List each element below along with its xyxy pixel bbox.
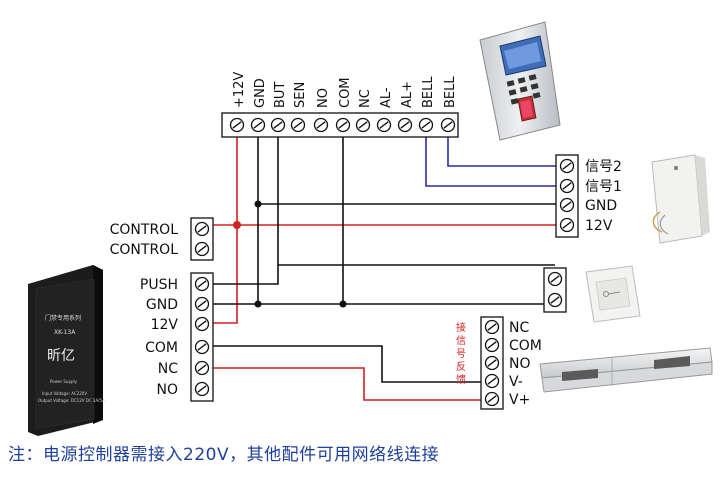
top-label-com: COM — [338, 77, 353, 108]
magnetic-lock-image — [539, 347, 713, 393]
doorbell-label-gnd: GND — [585, 198, 617, 214]
wires — [202, 125, 567, 401]
power-box-brand: 昕亿 — [47, 348, 75, 364]
junction-dots — [233, 200, 347, 308]
doorbell-label-12v: 12V — [585, 218, 613, 234]
feedback-char-4: 反 — [456, 361, 466, 373]
exit-button-terminal-block — [543, 267, 567, 313]
feedback-char-2: 信 — [456, 335, 466, 347]
top-label-gnd: GND — [253, 78, 268, 108]
power-box-model: XK-13A — [54, 329, 76, 336]
top-label-al-plus: AL+ — [400, 81, 415, 108]
top-label-but: BUT — [273, 82, 288, 108]
feedback-char-1: 接 — [456, 321, 466, 334]
control-label-2: CONTROL — [110, 242, 179, 258]
left-label-nc: NC — [158, 361, 178, 377]
feedback-char-3: 号 — [456, 348, 466, 360]
left-label-12v: 12V — [151, 317, 179, 333]
lock-label-v-minus: V- — [509, 374, 523, 390]
power-box-spec3: Output Voltage: DC12V DC 3A/5A — [38, 398, 105, 403]
doorbell-terminal-block: 信号2 信号1 GND 12V — [555, 154, 622, 238]
power-box-series: 门禁专用系列 — [45, 314, 81, 322]
lock-label-nc: NC — [509, 320, 529, 336]
lock-label-v-plus: V+ — [509, 392, 530, 408]
left-label-gnd: GND — [146, 297, 178, 313]
top-terminal-block — [221, 112, 459, 138]
left-control-terminal-block: CONTROL CONTROL — [110, 217, 214, 261]
top-label-nc: NC — [358, 89, 373, 108]
feedback-char-5: 馈 — [456, 373, 466, 386]
control-label-1: CONTROL — [110, 222, 179, 238]
lock-feedback-label: 接 信 号 反 馈 — [456, 321, 466, 386]
left-label-com: COM — [145, 340, 178, 356]
power-supply-box: 门禁专用系列 XK-13A 昕亿 Power Supply Input Volt… — [28, 265, 105, 436]
lock-terminal-block: NC COM NO V- V+ — [480, 316, 542, 410]
doorbell-label-signal2: 信号2 — [585, 159, 622, 175]
top-label-al-minus: AL- — [379, 87, 394, 108]
left-label-no: NO — [157, 382, 179, 398]
top-label-bell-1: BELL — [421, 76, 436, 108]
doorbell-unit-image — [651, 154, 710, 244]
doorbell-label-signal1: 信号1 — [585, 179, 622, 195]
lock-label-com: COM — [509, 338, 542, 354]
left-main-terminal-block: PUSH GND 12V COM NC NO — [140, 272, 214, 402]
top-label-plus12v: +12V — [232, 72, 247, 108]
lock-label-no: NO — [509, 356, 531, 372]
top-label-no: NO — [316, 88, 331, 108]
top-label-bell-2: BELL — [443, 76, 458, 108]
top-label-sen: SEN — [293, 82, 308, 108]
power-box-spec2: Input Voltage: AC220V — [42, 391, 87, 396]
installation-note: 注：电源控制器需接入220V，其他配件可用网络线连接 — [8, 445, 440, 465]
left-label-push: PUSH — [140, 277, 178, 293]
exit-button-image — [585, 265, 641, 323]
top-terminal-labels: +12V GND BUT SEN NO COM NC AL- AL+ BELL … — [232, 72, 458, 108]
power-box-spec1: Power Supply — [50, 379, 78, 384]
fingerprint-reader-image — [479, 21, 561, 141]
